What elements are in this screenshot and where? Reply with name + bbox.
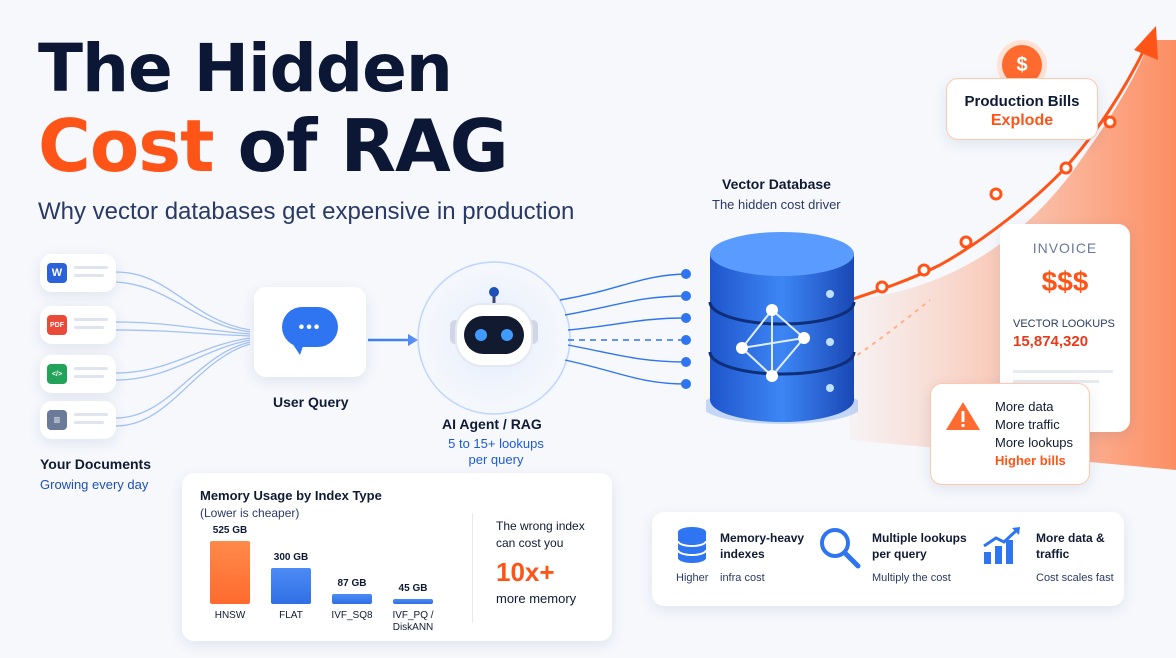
invoice-title: INVOICE <box>1032 240 1098 256</box>
database-icon <box>706 232 858 424</box>
chat-bubble-icon: ••• <box>282 307 338 355</box>
bar-category-label: FLAT <box>279 610 303 621</box>
page-title-line2: Cost of RAG <box>38 104 509 188</box>
warning-line3: More lookups <box>995 435 1074 450</box>
growth-chart-icon <box>983 527 1020 564</box>
chart-note: (Lower is cheaper) <box>200 506 300 520</box>
feature2-sub: Multiply the cost <box>872 572 951 584</box>
chart-title: Memory Usage by Index Type <box>200 488 382 503</box>
production-bills-callout: Production Bills Explode <box>946 78 1098 140</box>
feature3-sub: Cost scales fast <box>1036 572 1114 584</box>
warning-highlight: Higher bills <box>995 453 1066 468</box>
document-pdf: PDF <box>40 306 116 344</box>
user-query-label: User Query <box>273 394 349 410</box>
bar-hnsw <box>210 541 250 604</box>
database-stack-icon <box>677 527 707 563</box>
documents-label: Your Documents <box>40 456 151 472</box>
title-of-rag: of RAG <box>237 104 509 188</box>
document-text: ≡ <box>40 401 116 439</box>
memory-chart-card: Memory Usage by Index Type (Lower is che… <box>182 473 612 641</box>
documents-sublabel: Growing every day <box>40 477 149 492</box>
title-cost: Cost <box>38 104 215 188</box>
callout-line2: can cost you <box>496 536 564 550</box>
warning-line1: More data <box>995 399 1054 414</box>
vector-db-label: Vector Database <box>722 176 831 192</box>
features-card: Memory-heavy indexes Higher infra cost M… <box>652 512 1124 606</box>
feature1-title: Memory-heavy indexes <box>720 531 805 561</box>
production-line1: Production Bills <box>964 93 1080 110</box>
bar-flat <box>271 568 311 604</box>
robot-icon <box>450 287 538 367</box>
word-icon: W <box>47 263 67 283</box>
bar-category-label: HNSW <box>214 610 246 621</box>
vector-db-sublabel: The hidden cost driver <box>712 197 841 212</box>
feature1-left: Higher <box>676 572 709 584</box>
invoice-lookups-value: 15,874,320 <box>1013 333 1089 350</box>
invoice-amount: $$$ <box>1041 266 1089 297</box>
bar-category-label: IVF_PQ /DiskANN <box>392 610 434 633</box>
agent-label: AI Agent / RAG <box>442 416 542 432</box>
page-subtitle: Why vector databases get expensive in pr… <box>38 198 575 225</box>
bar-value-label: 87 GB <box>337 577 367 589</box>
feature3-title: More data & traffic <box>1036 531 1105 561</box>
bar-category-label: IVF_SQ8 <box>331 610 373 621</box>
pdf-icon: PDF <box>47 315 67 335</box>
user-query-card: ••• <box>254 287 366 377</box>
callout-line1: The wrong index <box>496 519 585 533</box>
feature1-sub: infra cost <box>720 572 765 584</box>
invoice-lookups-label: VECTOR LOOKUPS <box>1013 318 1115 330</box>
bar-ivf-sq8 <box>332 593 372 604</box>
document-code: </> <box>40 355 116 393</box>
page-title-line1: The Hidden <box>38 30 453 107</box>
production-line2: Explode <box>990 112 1054 129</box>
bar-value-label: 525 GB <box>212 525 248 536</box>
warning-box: More data More traffic More lookups High… <box>930 383 1090 485</box>
agent-sub2: per query <box>468 452 524 467</box>
text-doc-icon: ≡ <box>47 410 67 430</box>
agent-sub1: 5 to 15+ lookups <box>448 436 544 451</box>
callout-big-sub: more memory <box>496 591 577 606</box>
bar-value-label: 45 GB <box>398 582 428 594</box>
bar-chart: 525 GB HNSW 300 GB FLAT 87 GB IVF_SQ8 45 GB IVF… <box>182 473 472 641</box>
document-word: W <box>40 254 116 292</box>
callout-big: 10x+ <box>496 557 555 587</box>
bar-value-label: 300 GB <box>273 552 309 563</box>
feature2-title: Multiple lookups per query <box>872 531 967 561</box>
bar-ivf-pq-diskann <box>393 598 433 604</box>
warning-icon <box>946 402 980 430</box>
code-icon: </> <box>47 364 67 384</box>
magnifier-icon <box>820 528 861 569</box>
warning-line2: More traffic <box>995 417 1060 432</box>
